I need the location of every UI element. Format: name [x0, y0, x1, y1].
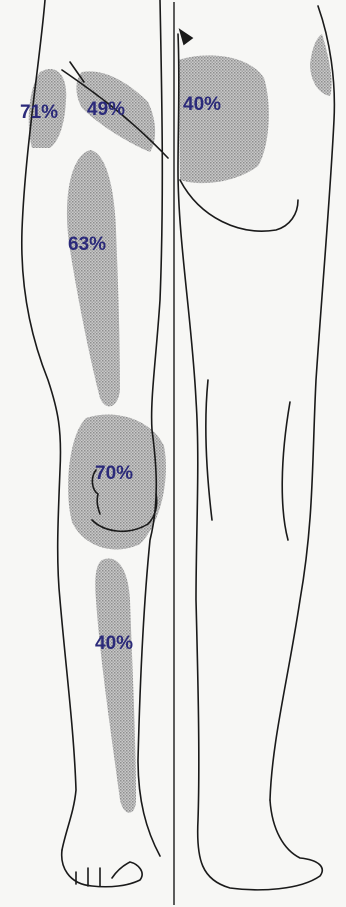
outer-hip-label: 71%	[20, 102, 58, 123]
front-thigh-region	[67, 150, 120, 406]
front-thigh-label: 63%	[68, 234, 106, 255]
buttock-label: 40%	[183, 94, 221, 115]
buttock-region	[178, 55, 269, 183]
groin-front-label: 49%	[87, 99, 125, 120]
shin-label: 40%	[95, 633, 133, 654]
knee-label: 70%	[95, 463, 133, 484]
shin-region	[95, 559, 136, 813]
